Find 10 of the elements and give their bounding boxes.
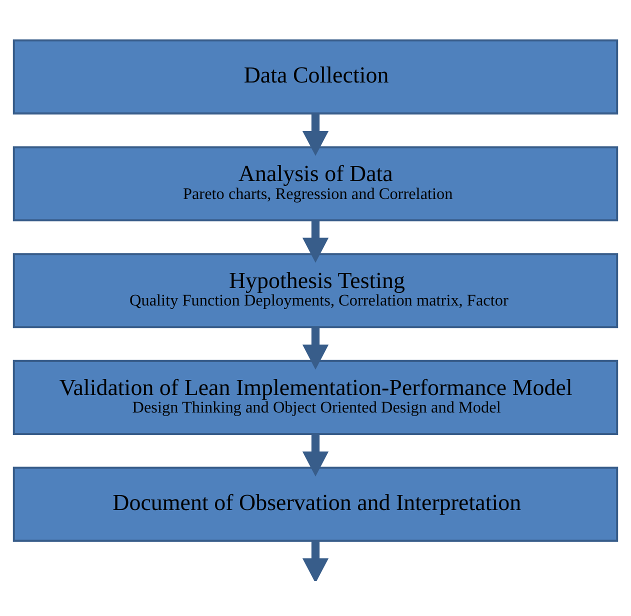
arrow <box>302 114 329 156</box>
node-box: Analysis of Data Pareto charts, Regression and Correlation <box>12 146 618 222</box>
node-box: Document of Observation and Interpretation <box>12 466 618 542</box>
arrow <box>302 434 329 476</box>
node-box: Validation of Lean Implementation-Performance Model Design Thinking and Object Oriented Design and Model <box>12 360 618 435</box>
arrow <box>302 327 329 370</box>
arrow <box>302 220 329 263</box>
node-box: Data Collection <box>12 39 618 114</box>
arrow <box>302 540 329 581</box>
node-box: Hypothesis Testing Quality Function Deployments, Correlation matrix, Factor <box>12 253 618 328</box>
